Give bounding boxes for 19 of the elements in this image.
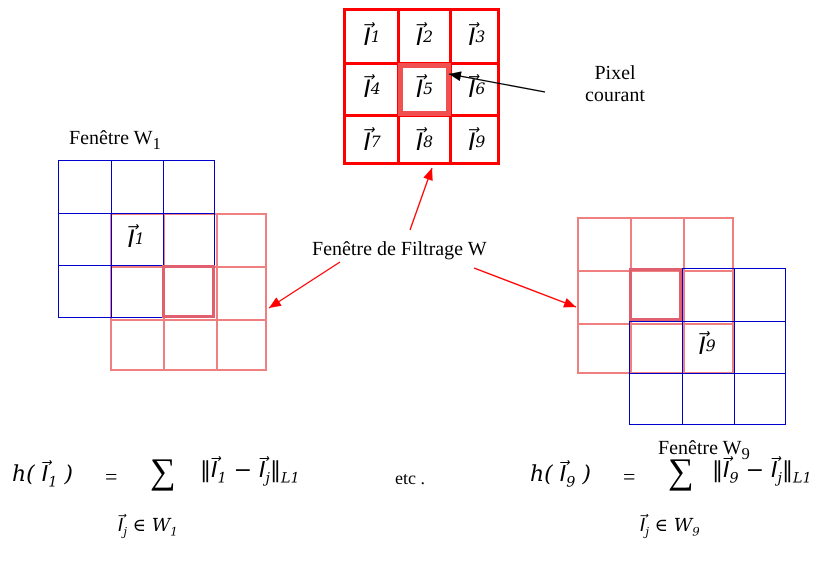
equals-sign: = [105,464,118,490]
callout-text: Pixel courant [575,62,655,106]
formula-term: h( I⃗$_{1}$ ) [12,462,73,490]
filter-window-grid [110,213,267,371]
sum-index: I⃗$_{j}$ ∈ W$_{1}$ [118,515,178,539]
norm-expression: ‖I⃗$_{9}$ − I⃗$_{j}$‖$_{L1}$ [712,458,812,486]
window-label: Fenêtre de Filtrage W [312,238,487,261]
window-title: Fenêtre W$_{1}$ [69,127,161,154]
arrow [474,267,576,308]
filter-window-grid [343,8,500,165]
sum-symbol: ∑ [150,450,176,492]
formula-term: h( I⃗$_{9}$ ) [530,462,591,490]
sum-index: I⃗$_{j}$ ∈ W$_{9}$ [640,515,700,539]
equals-sign: = [623,464,636,490]
annotation-text: etc . [395,468,425,489]
arrow [448,71,546,93]
norm-expression: ‖I⃗$_{1}$ − I⃗$_{j}$‖$_{L1}$ [200,458,300,486]
arrow [409,168,433,230]
arrow [268,261,340,309]
